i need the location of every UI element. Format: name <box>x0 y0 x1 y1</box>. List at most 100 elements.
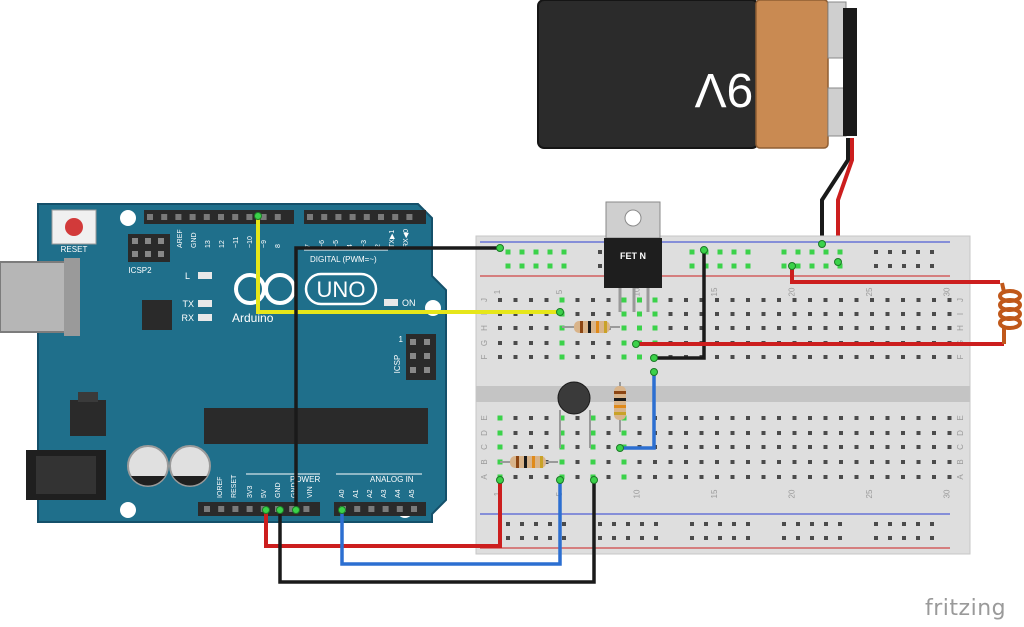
rail-hole <box>824 536 828 540</box>
breadboard-hole <box>823 355 828 359</box>
header-pin <box>147 214 153 220</box>
breadboard-hole <box>901 431 905 435</box>
connected-hole <box>559 459 565 465</box>
row-letter: A <box>956 474 965 480</box>
rail-hole <box>548 536 552 540</box>
breadboard-hole <box>544 475 549 479</box>
breadboard-hole <box>606 431 611 435</box>
connected-hole <box>590 430 596 436</box>
connected-hole <box>621 340 627 346</box>
power-pin-label: GND <box>275 482 282 498</box>
breadboard-hole <box>792 445 797 449</box>
header-pin <box>203 214 210 220</box>
rail-hole <box>916 536 920 540</box>
breadboard-hole <box>777 431 781 435</box>
breadboard-hole <box>684 416 688 420</box>
breadboard-hole <box>668 416 673 420</box>
breadboard-hole <box>575 475 580 479</box>
row-letter: F <box>480 354 489 359</box>
small-chip <box>142 300 172 330</box>
breadboard-hole <box>746 355 750 359</box>
breadboard-hole <box>777 475 781 479</box>
row-letter: A <box>480 474 489 480</box>
connected-rail-hole <box>703 263 709 269</box>
connected-rail-hole <box>561 263 567 269</box>
connected-rail-hole <box>731 263 737 269</box>
analog-pin-label: A0 <box>339 489 346 498</box>
breadboard-hole <box>916 445 921 449</box>
breadboard-hole <box>746 475 750 479</box>
connected-hole <box>637 325 642 331</box>
breadboard-hole <box>854 355 859 359</box>
connected-hole <box>621 297 627 303</box>
breadboard-hole <box>792 416 797 420</box>
capacitor-2 <box>169 445 211 487</box>
breadboard-hole <box>916 326 921 330</box>
breadboard-hole <box>823 460 828 464</box>
wire-endpoint <box>650 354 658 362</box>
row-letter: E <box>956 415 965 420</box>
breadboard-hole <box>746 312 750 316</box>
row-letter: C <box>956 444 965 450</box>
rail-hole <box>690 522 694 526</box>
breadboard-hole <box>591 341 595 345</box>
connected-hole <box>590 459 596 465</box>
rail-hole <box>732 522 736 526</box>
breadboard-hole <box>870 355 874 359</box>
rail-hole <box>562 522 566 526</box>
digital-pin-label: 12 <box>219 240 226 248</box>
breadboard-hole <box>684 298 688 302</box>
row-letter: G <box>480 340 489 346</box>
connected-hole <box>497 415 503 421</box>
breadboard-hole <box>684 431 688 435</box>
led-tx-label: TX <box>182 299 194 309</box>
breadboard-hole <box>901 460 905 464</box>
red-wire-5v <box>264 480 502 548</box>
rail-hole <box>598 264 602 268</box>
breadboard-hole <box>699 326 704 330</box>
breadboard-hole <box>839 355 843 359</box>
rail-hole <box>782 522 786 526</box>
breadboard-hole <box>839 312 843 316</box>
breadboard-hole <box>901 312 905 316</box>
breadboard-hole <box>715 312 719 316</box>
breadboard-hole <box>746 298 750 302</box>
breadboard-hole <box>746 326 750 330</box>
breadboard-hole <box>746 460 750 464</box>
breadboard-hole <box>653 460 657 464</box>
voltage-regulator <box>70 400 106 436</box>
black-wire-gnd-top <box>294 246 500 510</box>
breadboard-hole <box>777 326 781 330</box>
breadboard-hole <box>854 431 859 435</box>
breadboard-hole <box>808 431 812 435</box>
blue-wire-drain <box>620 372 656 450</box>
breadboard-hole <box>575 355 580 359</box>
connected-hole <box>590 415 596 421</box>
digital-label: DIGITAL (PWM=~) <box>310 255 377 264</box>
black-wire-source-gnd <box>654 250 706 360</box>
breadboard-hole <box>947 445 952 449</box>
digital-pin-label: 4 <box>347 244 354 248</box>
connected-hole <box>559 444 565 450</box>
connected-hole <box>621 459 627 465</box>
breadboard-hole <box>637 475 642 479</box>
connected-rail-hole <box>745 249 751 255</box>
wire-endpoint <box>556 476 564 484</box>
wire-endpoint <box>262 506 270 514</box>
rail-hole <box>506 536 510 540</box>
rail-hole <box>874 522 878 526</box>
breadboard-hole <box>947 416 952 420</box>
breadboard-hole <box>668 312 673 316</box>
breadboard-hole <box>854 312 859 316</box>
breadboard-hole <box>947 475 952 479</box>
connected-rail-hole <box>547 249 553 255</box>
breadboard-hole <box>606 416 611 420</box>
connected-hole <box>559 430 565 436</box>
connected-hole <box>497 430 503 436</box>
rail-hole <box>916 522 920 526</box>
rail-hole <box>874 536 878 540</box>
icsp2-label: ICSP2 <box>128 266 152 275</box>
breadboard-hole <box>606 298 611 302</box>
breadboard-hole <box>730 445 735 449</box>
breadboard-hole <box>901 326 905 330</box>
